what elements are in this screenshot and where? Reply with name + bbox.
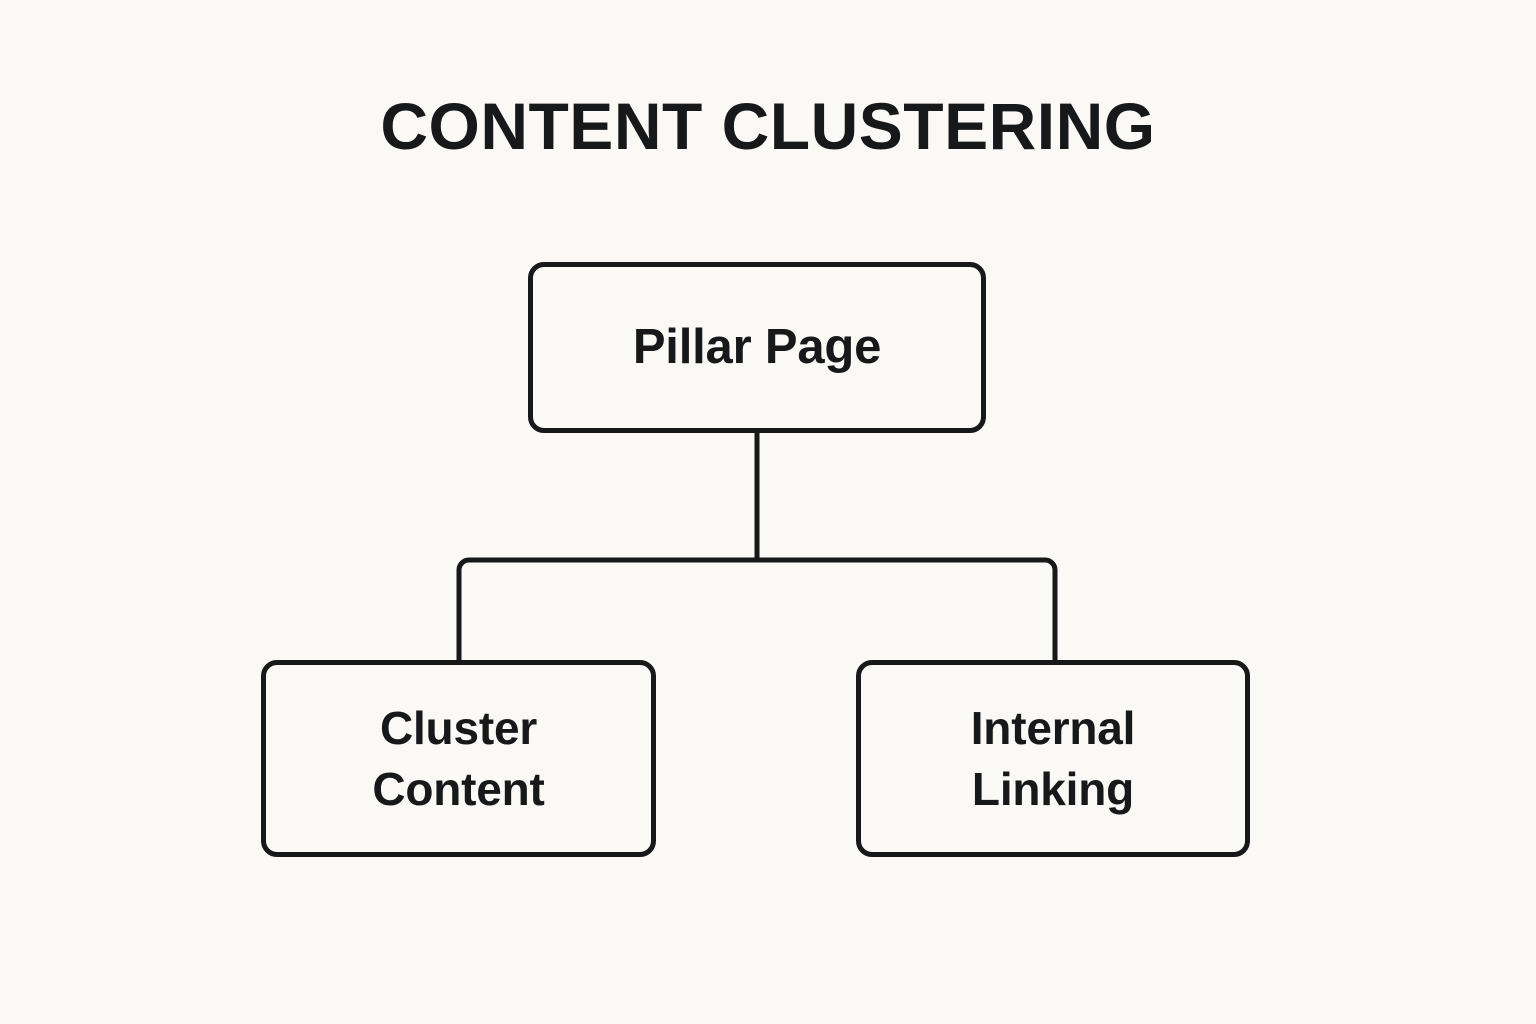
node-pillar-page[interactable]: Pillar Page [528,262,986,433]
node-internal-linking[interactable]: Internal Linking [856,660,1250,857]
node-cluster-content-label: Cluster Content [372,701,545,815]
page-title: CONTENT CLUSTERING [380,89,1156,163]
node-internal-linking-label: Internal Linking [970,701,1136,815]
node-cluster-content[interactable]: Cluster Content [261,660,656,857]
edge-bus-to-cluster-content [456,557,757,662]
edge-bus-to-internal-linking [757,557,1058,662]
node-pillar-page-label: Pillar Page [632,320,882,375]
